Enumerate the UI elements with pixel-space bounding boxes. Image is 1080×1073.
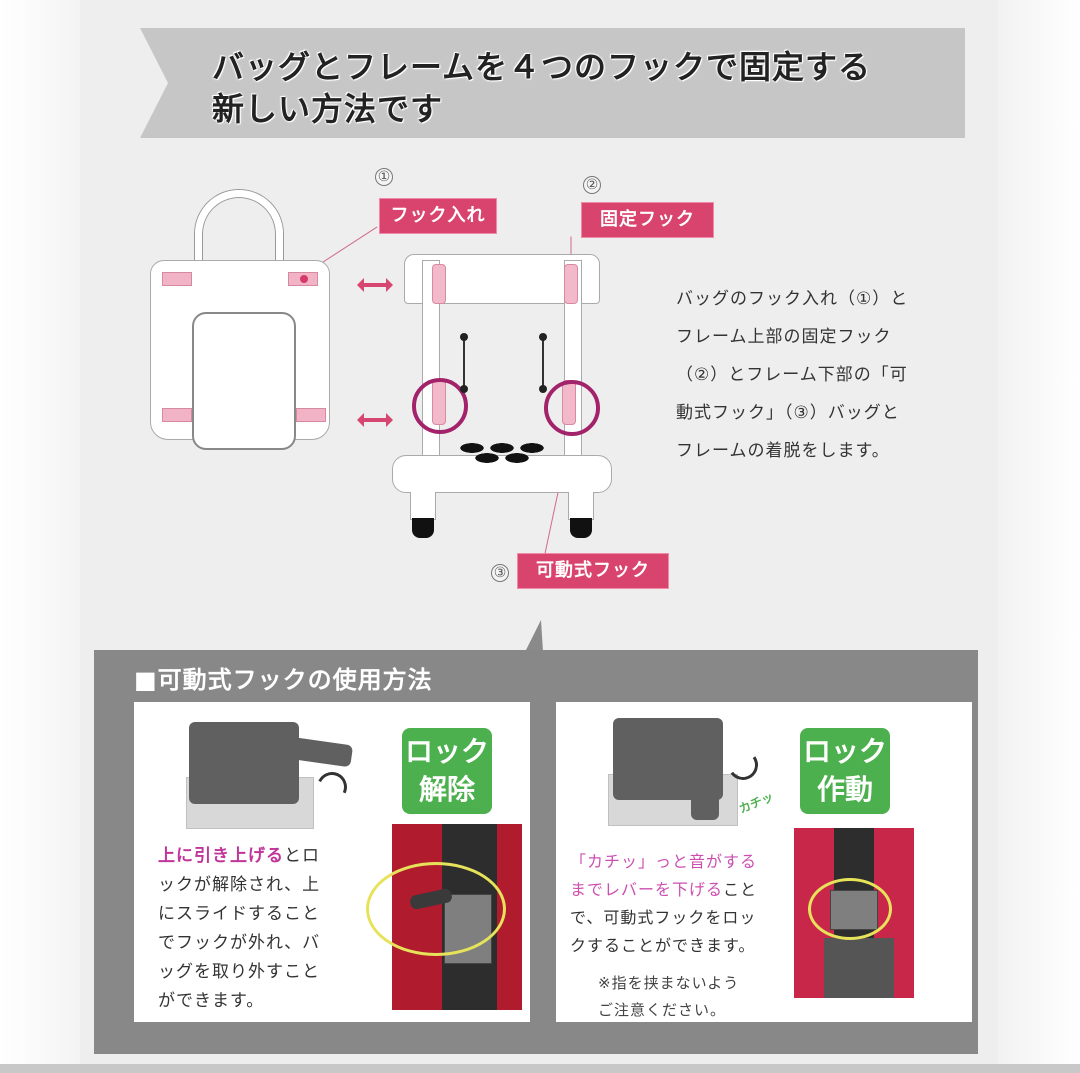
lock-highlight: 「カチッ」っと音がする [570, 852, 758, 871]
double-arrow-bottom [357, 413, 393, 427]
highlight-ring [366, 862, 506, 956]
text-line: にスライドすること [158, 904, 320, 924]
marker-3: ③ [491, 564, 509, 582]
lock-badge: ロック 作動 [800, 728, 890, 814]
badge-line: 作動 [816, 773, 873, 806]
marker-1: ① [375, 168, 393, 186]
text-span: とロ [284, 846, 320, 866]
header-banner [140, 28, 965, 138]
frame-grip-pattern [452, 442, 552, 464]
wheel-left [412, 518, 434, 538]
label-fixed-hook: 固定フック [581, 202, 714, 238]
label-movable-hook: 可動式フック [517, 553, 669, 589]
lock-card: カチッ ロック 作動 「カチッ」っと音がする までレバーを下げること で、可動式… [556, 702, 972, 1022]
desc-line: （②）とフレーム下部の「可 [676, 365, 908, 385]
lock-instructions: 「カチッ」っと音がする までレバーを下げること で、可動式フックをロッ クするこ… [570, 848, 810, 960]
bag-hook-receiver-bottom-right [296, 408, 326, 422]
slide-arrow-left [460, 333, 468, 393]
marker-2: ② [583, 176, 601, 194]
caution-note: ※指を挟まないよう ご注意ください。 [598, 970, 739, 1024]
bag-illustration [140, 190, 340, 450]
bag-hook-receiver-top-left [162, 272, 192, 286]
text-line: で、可動式フックをロッ [570, 908, 757, 927]
diagram-description: バッグのフック入れ（①）と フレーム上部の固定フック （②）とフレーム下部の「可… [676, 280, 966, 470]
text-line: ッグを取り外すこと [158, 962, 320, 982]
bag-handle [195, 190, 283, 290]
lever-lowered-illus [691, 732, 719, 820]
slide-arrow-right [539, 333, 547, 393]
hook-body-illus [189, 722, 299, 804]
highlight-ring [808, 878, 892, 940]
unlock-highlight: 上に引き上げる [158, 846, 284, 866]
lock-highlight: までレバーを下げる [570, 880, 724, 899]
bag-pocket [192, 312, 296, 450]
unlock-instructions: 上に引き上げるとロ ックが解除され、上 にスライドすること でフックが外れ、バ … [158, 842, 358, 1016]
click-sound-label: カチッ [736, 789, 776, 817]
desc-line: フレームの着脱をします。 [676, 441, 890, 461]
bottom-edge [0, 1064, 1080, 1073]
frame-base [392, 455, 612, 493]
frame-leg-right [568, 492, 594, 520]
text-line: クすることができます。 [570, 936, 756, 955]
unlock-badge: ロック 解除 [402, 728, 492, 814]
note-line: ※指を挟まないよう [598, 974, 740, 992]
desc-line: 動式フック」（③）バッグと [676, 403, 900, 423]
frame-illustration [392, 250, 612, 550]
page-margin-right [998, 0, 1080, 1073]
badge-line: ロック [802, 735, 887, 768]
callout-pointer [525, 620, 543, 652]
header-title-line2: 新しい方法です [212, 90, 444, 128]
desc-line: バッグのフック入れ（①）と [676, 289, 909, 309]
bag-hook-point [300, 275, 308, 283]
text-line: ックが解除され、上 [158, 875, 321, 895]
frame-leg-left [410, 492, 436, 520]
text-line: ができます。 [158, 991, 265, 1011]
badge-line: 解除 [418, 773, 475, 806]
label-hook-receiver: フック入れ [379, 198, 497, 234]
fixed-hook-right [564, 264, 578, 304]
header-title-line1: バッグとフレームを４つのフックで固定する [212, 48, 872, 86]
text-span: こと [723, 880, 758, 899]
badge-line: ロック [404, 735, 489, 768]
photo-base [824, 938, 894, 998]
note-line: ご注意ください。 [598, 1001, 727, 1019]
page-margin-left [0, 0, 80, 1073]
unlock-card: ロック 解除 上に引き上げるとロ ックが解除され、上 にスライドすること でフッ… [134, 702, 530, 1022]
bag-hook-receiver-bottom-left [162, 408, 192, 422]
highlight-circle-right [544, 380, 600, 436]
double-arrow-top [357, 278, 393, 292]
highlight-circle-left [412, 378, 468, 434]
wheel-right [570, 518, 592, 538]
lift-arrow-icon [312, 767, 352, 807]
desc-line: フレーム上部の固定フック [676, 327, 892, 347]
text-line: でフックが外れ、バ [158, 933, 321, 953]
fixed-hook-left [432, 264, 446, 304]
howto-title: ■可動式フックの使用方法 [134, 666, 433, 694]
